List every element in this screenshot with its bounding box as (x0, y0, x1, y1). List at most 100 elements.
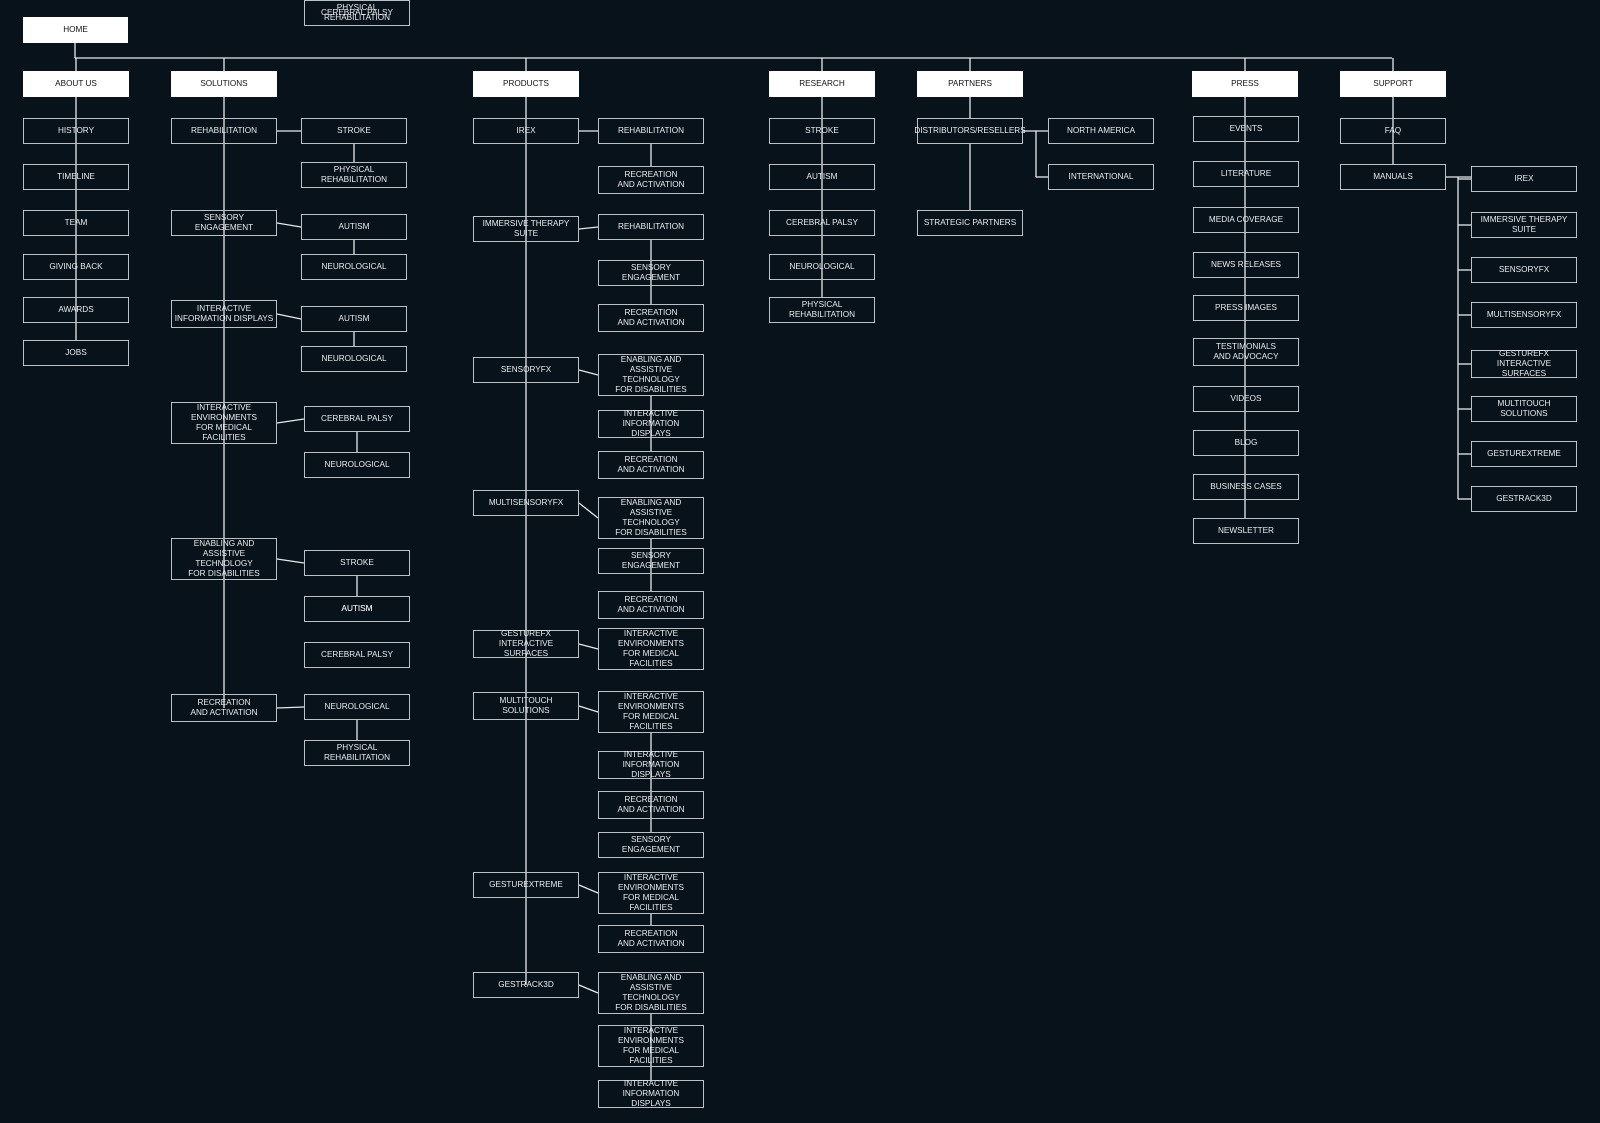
section-press-node[interactable]: PRESS (1192, 71, 1298, 97)
section-about-us-node[interactable]: ABOUT US (23, 71, 129, 97)
products-immersive-therapy-suite-recreation-and-activation-node[interactable]: RECREATION AND ACTIVATION (598, 304, 704, 332)
support-manuals-irex-node[interactable]: IREX (1471, 166, 1577, 192)
solutions-interactive-information-displays-neurological-node[interactable]: NEUROLOGICAL (301, 346, 407, 372)
section-products-node[interactable]: PRODUCTS (473, 71, 579, 97)
connector-line (578, 705, 599, 713)
products-sensoryfx-enabling-and-assistive-technology-for-disabilities-node[interactable]: ENABLING AND ASSISTIVE TECHNOLOGY FOR DI… (598, 354, 704, 396)
solutions-rehabilitation-node[interactable]: REHABILITATION (171, 118, 277, 144)
products-gestrack3d-node[interactable]: GESTRACK3D (473, 972, 579, 998)
support-faq-node[interactable]: FAQ (1340, 118, 1446, 144)
solutions-interactive-environments-for-medical-facilities-neurological-node[interactable]: NEUROLOGICAL (304, 452, 410, 478)
products-gesturextreme-node[interactable]: GESTUREXTREME (473, 872, 579, 898)
products-multitouch-solutions-node[interactable]: MULTITOUCH SOLUTIONS (473, 692, 579, 720)
products-gesturefx-interactive-surfaces-node[interactable]: GESTUREFX INTERACTIVE SURFACES (473, 629, 579, 658)
solutions-sensory-engagement-autism-node[interactable]: AUTISM (301, 214, 407, 240)
products-irex-recreation-and-activation-node[interactable]: RECREATION AND ACTIVATION (598, 166, 704, 194)
about-team-node[interactable]: TEAM (23, 210, 129, 236)
support-manuals-immersive-therapy-suite-node[interactable]: IMMERSIVE THERAPY SUITE (1471, 212, 1577, 238)
products-gestrack3d-interactive-information-displays-node[interactable]: INTERACTIVE INFORMATION DISPLAYS (598, 1079, 704, 1108)
products-irex-rehabilitation-node[interactable]: REHABILITATION (598, 118, 704, 144)
products-immersive-therapy-suite-sensory-engagement-node[interactable]: SENSORY ENGAGEMENT (598, 260, 704, 286)
solutions-sensory-engagement-node[interactable]: SENSORY ENGAGEMENT (171, 210, 277, 236)
products-multitouch-solutions-interactive-information-displays-node[interactable]: INTERACTIVE INFORMATION DISPLAYS (598, 750, 704, 779)
products-gestrack3d-interactive-environments-for-medical-facilities-node[interactable]: INTERACTIVE ENVIRONMENTS FOR MEDICAL FAC… (598, 1025, 704, 1067)
partners-north-america-node[interactable]: NORTH AMERICA (1048, 118, 1154, 144)
products-immersive-therapy-suite-rehabilitation-node[interactable]: REHABILITATION (598, 214, 704, 240)
connector-line (578, 369, 599, 376)
products-sensoryfx-interactive-information-displays-node[interactable]: INTERACTIVE INFORMATION DISPLAYS (598, 409, 704, 438)
support-manuals-node[interactable]: MANUALS (1340, 164, 1446, 190)
research-cerebral-palsy-node[interactable]: CEREBRAL PALSY (769, 210, 875, 236)
research-autism-node[interactable]: AUTISM (769, 164, 875, 190)
products-gesturextreme-interactive-environments-for-medical-facilities-node[interactable]: INTERACTIVE ENVIRONMENTS FOR MEDICAL FAC… (598, 872, 704, 914)
products-irex-node[interactable]: IREX (473, 118, 579, 144)
connector-line (578, 884, 599, 894)
solutions-enabling-and-assistive-technology-for-disabilities-cerebral-palsy-node[interactable]: CEREBRAL PALSY (304, 0, 410, 26)
section-solutions-node[interactable]: SOLUTIONS (171, 71, 277, 97)
solutions-interactive-environments-for-medical-facilities-node[interactable]: INTERACTIVE ENVIRONMENTS FOR MEDICAL FAC… (171, 402, 277, 444)
about-timeline-node[interactable]: TIMELINE (23, 164, 129, 190)
solutions-recreation-and-activation-physical-rehabilitation-node[interactable]: PHYSICAL REHABILITATION (304, 740, 410, 766)
solutions-interactive-environments-for-medical-facilities-cerebral-palsy-node[interactable]: CEREBRAL PALSY (304, 406, 410, 432)
press-media-coverage-node[interactable]: MEDIA COVERAGE (1193, 207, 1299, 233)
support-manuals-multisensoryfx-node[interactable]: MULTISENSORYFX (1471, 302, 1577, 328)
partners-distributors-resellers-node[interactable]: DISTRIBUTORS/RESELLERS (914, 118, 1026, 144)
products-multisensoryfx-sensory-engagement-node[interactable]: SENSORY ENGAGEMENT (598, 548, 704, 574)
solutions-sensory-engagement-neurological-node[interactable]: NEUROLOGICAL (301, 254, 407, 280)
products-multitouch-solutions-sensory-engagement-node[interactable]: SENSORY ENGAGEMENT (598, 832, 704, 858)
section-partners-node[interactable]: PARTNERS (917, 71, 1023, 97)
partners-strategic-partners-node[interactable]: STRATEGIC PARTNERS (917, 210, 1023, 236)
products-multisensoryfx-enabling-and-assistive-technology-for-disabilities-node[interactable]: ENABLING AND ASSISTIVE TECHNOLOGY FOR DI… (598, 497, 704, 539)
press-literature-node[interactable]: LITERATURE (1193, 161, 1299, 187)
solutions-recreation-and-activation-neurological-node[interactable]: NEUROLOGICAL (304, 694, 410, 720)
solutions-interactive-information-displays-node[interactable]: INTERACTIVE INFORMATION DISPLAYS (171, 300, 277, 328)
solutions-enabling-and-assistive-technology-for-disabilities-stroke-node[interactable]: STROKE (304, 550, 410, 576)
products-gestrack3d-enabling-and-assistive-technology-for-disabilities-node[interactable]: ENABLING AND ASSISTIVE TECHNOLOGY FOR DI… (598, 972, 704, 1014)
support-manuals-gestrack3d-node[interactable]: GESTRACK3D (1471, 486, 1577, 512)
press-press-images-node[interactable]: PRESS IMAGES (1193, 295, 1299, 321)
products-sensoryfx-recreation-and-activation-node[interactable]: RECREATION AND ACTIVATION (598, 451, 704, 479)
research-physical-rehabilitation-node[interactable]: PHYSICAL REHABILITATION (769, 297, 875, 323)
products-gesturextreme-recreation-and-activation-node[interactable]: RECREATION AND ACTIVATION (598, 925, 704, 953)
connector-line (578, 984, 599, 994)
solutions-enabling-and-assistive-technology-for-disabilities-node[interactable]: ENABLING AND ASSISTIVE TECHNOLOGY FOR DI… (171, 538, 277, 580)
support-manuals-sensoryfx-node[interactable]: SENSORYFX (1471, 257, 1577, 283)
section-research-node[interactable]: RESEARCH (769, 71, 875, 97)
home-node-node[interactable]: HOME (23, 17, 128, 43)
products-multisensoryfx-node[interactable]: MULTISENSORYFX (473, 490, 579, 516)
press-videos-node[interactable]: VIDEOS (1193, 386, 1299, 412)
support-manuals-gesturefx-interactive-surfaces-node[interactable]: GESTUREFX INTERACTIVE SURFACES (1471, 349, 1577, 378)
press-events-node[interactable]: EVENTS (1193, 116, 1299, 142)
solutions-rehabilitation-stroke-node[interactable]: STROKE (301, 118, 407, 144)
support-manuals-multitouch-solutions-node[interactable]: MULTITOUCH SOLUTIONS (1471, 396, 1577, 422)
connector-line (276, 418, 305, 424)
about-awards-node[interactable]: AWARDS (23, 297, 129, 323)
press-newsletter-node[interactable]: NEWSLETTER (1193, 518, 1299, 544)
solutions-enabling-cerebral-palsy-node[interactable]: CEREBRAL PALSY (304, 642, 410, 668)
products-immersive-therapy-suite-node[interactable]: IMMERSIVE THERAPY SUITE (473, 216, 579, 242)
section-support-node[interactable]: SUPPORT (1340, 71, 1446, 97)
connector-line (578, 226, 599, 230)
solutions-interactive-information-displays-autism-node[interactable]: AUTISM (301, 306, 407, 332)
products-sensoryfx-node[interactable]: SENSORYFX (473, 357, 579, 383)
products-multitouch-solutions-interactive-environments-for-medical-facilities-node[interactable]: INTERACTIVE ENVIRONMENTS FOR MEDICAL FAC… (598, 691, 704, 733)
solutions-enabling-autism-node[interactable]: AUTISM (304, 596, 410, 622)
partners-international-node[interactable]: INTERNATIONAL (1048, 164, 1154, 190)
press-news-releases-node[interactable]: NEWS RELEASES (1193, 252, 1299, 278)
press-blog-node[interactable]: BLOG (1193, 430, 1299, 456)
solutions-recreation-and-activation-node[interactable]: RECREATION AND ACTIVATION (171, 694, 277, 722)
about-giving-back-node[interactable]: GIVING BACK (23, 254, 129, 280)
press-testimonials-and-advocacy-node[interactable]: TESTIMONIALS AND ADVOCACY (1193, 338, 1299, 366)
support-manuals-gesturextreme-node[interactable]: GESTUREXTREME (1471, 441, 1577, 467)
products-gesturefx-interactive-surfaces-interactive-environments-for-medical-facilities-node[interactable]: INTERACTIVE ENVIRONMENTS FOR MEDICAL FAC… (598, 628, 704, 670)
connector-line (276, 558, 305, 564)
products-multitouch-solutions-recreation-and-activation-node[interactable]: RECREATION AND ACTIVATION (598, 791, 704, 819)
research-stroke-node[interactable]: STROKE (769, 118, 875, 144)
press-business-cases-node[interactable]: BUSINESS CASES (1193, 474, 1299, 500)
about-history-node[interactable]: HISTORY (23, 118, 129, 144)
products-multisensoryfx-recreation-and-activation-node[interactable]: RECREATION AND ACTIVATION (598, 591, 704, 619)
about-jobs-node[interactable]: JOBS (23, 340, 129, 366)
solutions-rehabilitation-physical-rehabilitation-node[interactable]: PHYSICAL REHABILITATION (301, 162, 407, 188)
research-neurological-node[interactable]: NEUROLOGICAL (769, 254, 875, 280)
